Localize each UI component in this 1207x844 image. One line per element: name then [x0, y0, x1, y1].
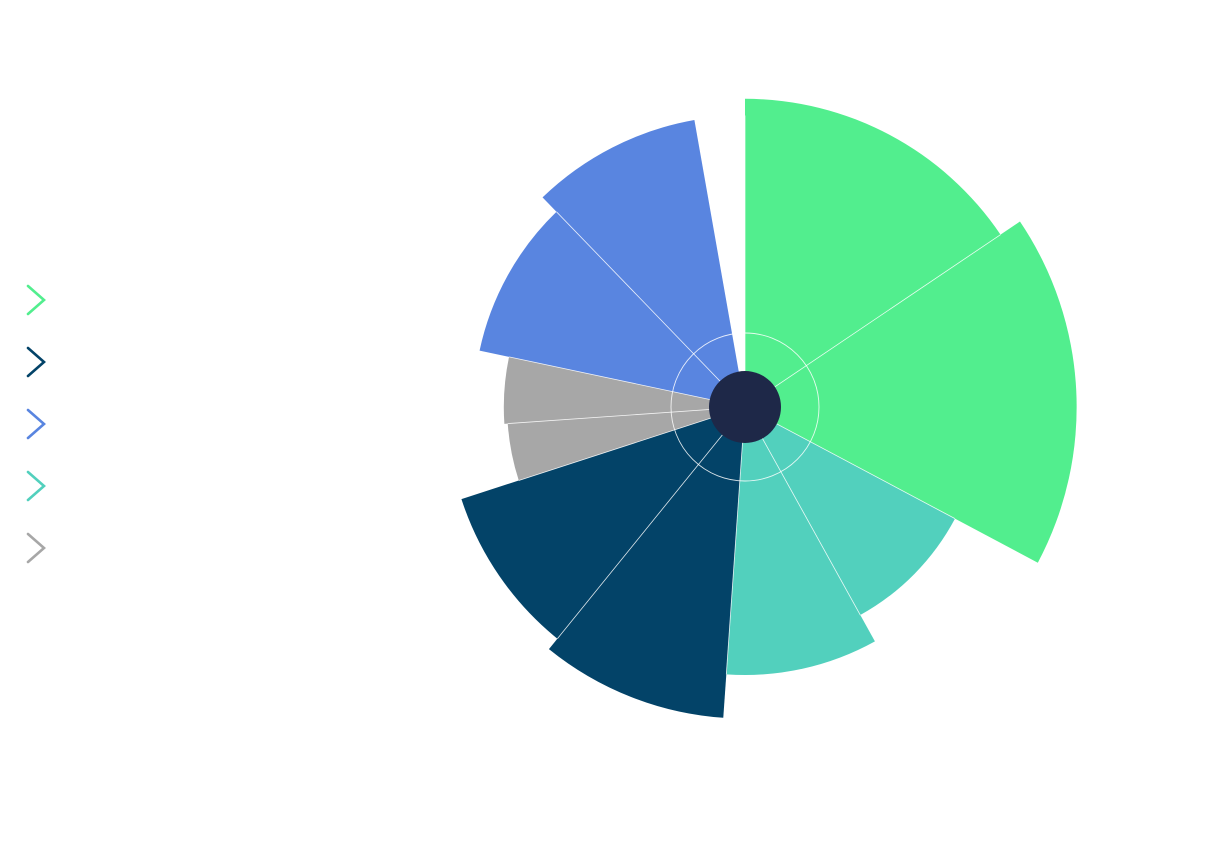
legend-item[interactable] — [26, 284, 86, 346]
segment-divider — [556, 211, 746, 408]
segment-divider — [744, 406, 861, 616]
chart-legend — [26, 284, 86, 594]
legend-item[interactable] — [26, 532, 86, 594]
segment-divider — [744, 234, 1001, 408]
polar-segment[interactable] — [503, 356, 745, 424]
grid-ring — [670, 332, 820, 482]
center-hub — [709, 371, 781, 443]
legend-item[interactable] — [26, 346, 86, 408]
segment-divider — [518, 406, 746, 481]
chevron-right-icon — [26, 346, 46, 378]
polar-segment[interactable] — [726, 407, 875, 676]
chevron-right-icon — [26, 408, 46, 440]
legend-item[interactable] — [26, 408, 86, 470]
legend-item[interactable] — [26, 470, 86, 532]
polar-segment[interactable] — [507, 407, 745, 481]
segment-divider — [508, 356, 746, 408]
segment-divider — [725, 406, 746, 675]
segment-divider — [744, 406, 956, 520]
chevron-right-icon — [26, 470, 46, 502]
polar-segment[interactable] — [479, 211, 745, 407]
polar-segment[interactable] — [548, 407, 745, 718]
segment-divider — [557, 406, 746, 639]
polar-segment[interactable] — [542, 119, 745, 407]
segment-divider — [507, 406, 746, 424]
polar-segment[interactable] — [461, 407, 745, 639]
chevron-right-icon — [26, 284, 46, 316]
polar-segment[interactable] — [745, 98, 1001, 408]
polar-segment[interactable] — [745, 221, 1077, 563]
chevron-right-icon — [26, 532, 46, 564]
